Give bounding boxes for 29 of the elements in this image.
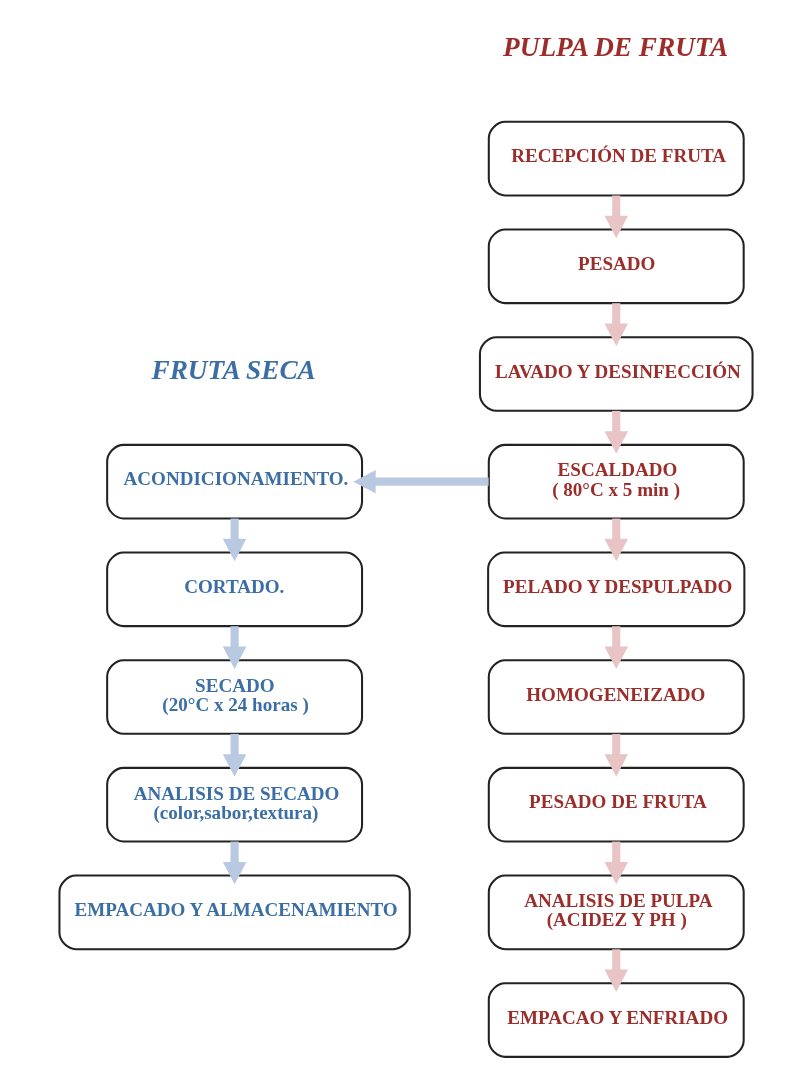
label: PULPA DE FRUTA [502, 32, 728, 63]
node-box: ESCALDADO ( 80°C x 5 min ) [487, 443, 745, 520]
node-box: EMPACAO Y ENFRIADO [487, 982, 745, 1058]
arrow [603, 303, 628, 346]
arrow [603, 195, 628, 239]
arrow [603, 518, 628, 562]
arrow [603, 733, 628, 777]
node-box: EMPACADO Y ALMACENAMIENTO [57, 874, 411, 951]
label: FRUTA SECA [150, 355, 316, 386]
arrow [603, 626, 628, 669]
node-box: PESADO DE FRUTA [487, 766, 745, 843]
arrow [222, 626, 246, 669]
arrow [222, 733, 246, 777]
node-box: SECADO (20°C x 24 horas ) [105, 659, 363, 735]
arrow [603, 841, 628, 885]
arrow [603, 410, 628, 454]
arrow [603, 949, 628, 992]
node-box: CORTADO. [105, 551, 363, 628]
node-box: RECEPCIÓN DE FRUTA [487, 120, 745, 197]
node-box: HOMOGENEIZADO [487, 659, 745, 735]
arrow [222, 518, 246, 562]
node-box: LAVADO Y DESINFECCIÓN [478, 336, 754, 412]
arrow [222, 841, 246, 885]
node-box: PESADO [487, 228, 745, 305]
node-box: ANALISIS DE PULPA (ACIDEZ Y PH ) [487, 874, 745, 951]
arrow [352, 469, 489, 494]
node-box: PELADO Y DESPULPADO [486, 551, 745, 628]
node-box: ANALISIS DE SECADO (color,sabor,textura) [105, 766, 363, 843]
node-box: ACONDICIONAMIENTO. [105, 443, 363, 520]
